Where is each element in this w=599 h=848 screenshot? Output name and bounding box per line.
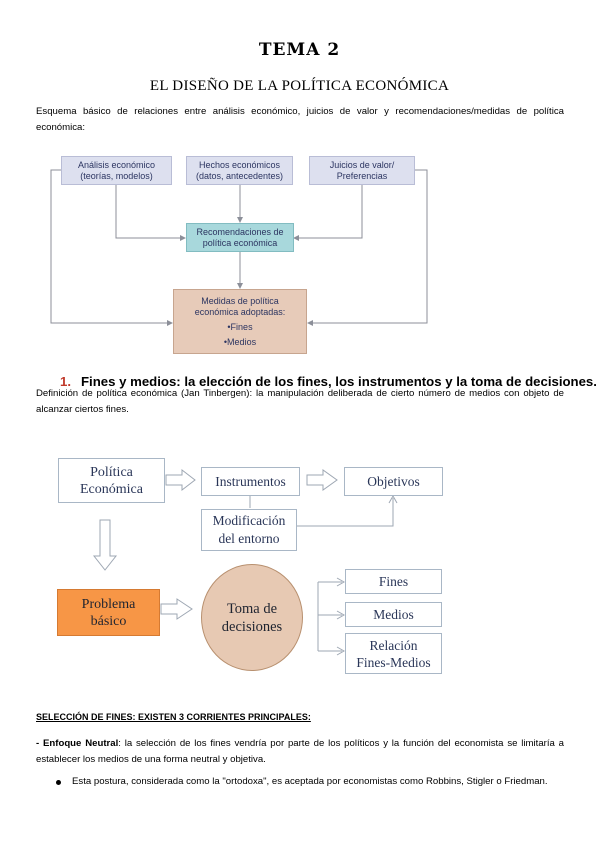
enfoque-text: : la selección de los fines vendría por … bbox=[36, 738, 564, 765]
medidas-line-1: Medidas de política bbox=[201, 295, 279, 306]
medidas-line-2: económica adoptadas: bbox=[194, 306, 286, 317]
relacion-line-1: Relación bbox=[369, 637, 418, 653]
juicios-valor-box: Juicios de valor/Preferencias bbox=[309, 156, 415, 185]
politica-line-2: Económica bbox=[80, 481, 143, 497]
analisis-line-2: (teorías, modelos) bbox=[80, 170, 153, 181]
definition-text: Definición de política económica (Jan Ti… bbox=[36, 388, 564, 415]
toma-line-2: decisiones bbox=[221, 618, 283, 635]
analisis-line-1: Análisis económico bbox=[77, 159, 156, 170]
section-title: Fines y medios: la elección de los fines… bbox=[81, 374, 597, 389]
hechos-line-1: Hechos económicos bbox=[198, 159, 281, 170]
instrumentos-box: Instrumentos bbox=[201, 467, 300, 496]
bullet-ortodoxa: Esta postura, considerada como la "ortod… bbox=[72, 776, 548, 787]
recomendaciones-line-1: Recomendaciones de bbox=[196, 226, 284, 237]
modificacion-entorno-box: Modificación del entorno bbox=[201, 509, 297, 551]
relations-diagram-arrows bbox=[50, 169, 428, 326]
juicios-line-1: Juicios de valor/ bbox=[329, 159, 395, 170]
medidas-medios: •Medios bbox=[223, 336, 257, 347]
politica-line-1: Política bbox=[90, 464, 133, 480]
seleccion-heading: SELECCIÓN DE FINES: EXISTEN 3 CORRIENTES… bbox=[36, 712, 311, 722]
intro-paragraph: Esquema básico de relaciones entre análi… bbox=[36, 106, 564, 133]
toma-line-1: Toma de bbox=[226, 600, 278, 617]
juicios-line-2: Preferencias bbox=[336, 170, 388, 181]
page-subtitle: EL DISEÑO DE LA POLÍTICA ECONÓMICA bbox=[149, 78, 450, 94]
tinbergen-diagram-arrows bbox=[92, 468, 398, 656]
hechos-economicos-box: Hechos económicos(datos, antecedentes) bbox=[186, 156, 293, 185]
enfoque-label: - Enfoque Neutral bbox=[36, 738, 119, 749]
enfoque-neutral-paragraph: - Enfoque Neutral: la selección de los f… bbox=[36, 736, 564, 768]
relations-diagram: Análisis económico(teorías, modelos) Hec… bbox=[0, 0, 599, 360]
section-number: 1. bbox=[60, 374, 71, 389]
problema-line-1: Problema bbox=[81, 596, 136, 612]
medidas-adoptadas-box: Medidas de política económica adoptadas:… bbox=[173, 289, 307, 354]
objetivos-box: Objetivos bbox=[344, 467, 443, 496]
relacion-line-2: Fines-Medios bbox=[356, 654, 431, 670]
problema-line-2: básico bbox=[90, 613, 127, 629]
modificacion-line-2: del entorno bbox=[218, 531, 280, 546]
page-title: TEMA 2 bbox=[258, 40, 341, 60]
recomendaciones-line-2: política económica bbox=[202, 237, 278, 248]
modificacion-line-1: Modificación bbox=[212, 513, 286, 528]
bullet-dot bbox=[56, 780, 61, 785]
fines-box: Fines bbox=[345, 569, 442, 594]
section-heading: 1. Fines y medios: la elección de los fin… bbox=[60, 374, 597, 389]
analisis-economico-box: Análisis económico(teorías, modelos) bbox=[61, 156, 172, 185]
medios-box: Medios bbox=[345, 602, 442, 627]
medidas-fines: •Fines bbox=[227, 321, 253, 332]
hechos-line-2: (datos, antecedentes) bbox=[195, 170, 284, 181]
